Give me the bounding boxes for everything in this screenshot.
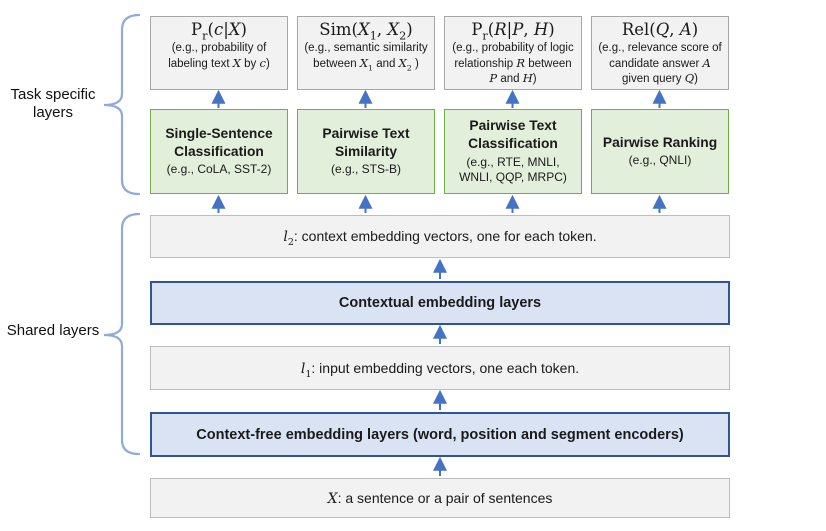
task-box-title: Single-Sentence Classification [165,126,273,160]
output-box-single-sentence: Pr(c|X) (e.g., probability of labeling t… [150,16,288,90]
formula-sim-x1-x2: Sim(X1, X2) [319,20,413,43]
formula-caption: (e.g., probability of labeling text X by… [168,41,270,70]
task-box-pairwise-ranking: Pairwise Ranking (e.g., QNLI) [591,109,729,194]
formula-pr-c-x: Pr(c|X) [191,20,247,43]
section-label-shared-layers: Shared layers [6,322,100,339]
section-label-task-specific-layers: Task specific layers [10,86,96,122]
task-box-title: Pairwise Ranking [602,135,718,151]
formula-caption: (e.g., relevance score of candidate answ… [598,41,722,86]
output-box-pairwise-classification: Pr(R|P, H) (e.g., probability of logic r… [444,16,582,90]
task-box-subtitle: (e.g., QNLI) [628,153,692,168]
l1-input-embedding-bar: l1: input embedding vectors, one each to… [150,346,730,390]
task-box-title: Pairwise Text Classification [468,118,558,152]
output-box-ranking: Rel(Q, A) (e.g., relevance score of cand… [591,16,729,90]
task-box-subtitle: (e.g., RTE, MNLI, WNLI, QQP, MRPC) [459,154,567,185]
formula-rel-q-a: Rel(Q, A) [621,20,699,39]
task-box-subtitle: (e.g., CoLA, SST-2) [166,162,272,177]
formula-pr-r-p-h: Pr(R|P, H) [471,20,555,43]
shared-layers-brace [103,212,141,456]
l2-bar-text: l2: context embedding vectors, one for e… [283,228,597,248]
input-sentence-bar: X: a sentence or a pair of sentences [150,478,730,518]
formula-caption: (e.g., probability of logic relationship… [452,41,574,86]
contextual-embedding-layers-bar: Contextual embedding layers [150,281,730,325]
task-specific-brace [103,13,141,196]
input-bar-text: X: a sentence or a pair of sentences [327,489,553,507]
task-box-pairwise-text-classification: Pairwise Text Classification (e.g., RTE,… [444,109,582,194]
context-free-embedding-layers-bar: Context-free embedding layers (word, pos… [150,412,730,457]
context-free-bar-text: Context-free embedding layers (word, pos… [196,426,684,443]
l1-bar-text: l1: input embedding vectors, one each to… [300,359,580,380]
task-box-pairwise-text-similarity: Pairwise Text Similarity (e.g., STS-B) [297,109,435,194]
formula-caption: (e.g., semantic similarity between X1 an… [304,41,428,72]
output-box-similarity: Sim(X1, X2) (e.g., semantic similarity b… [297,16,435,90]
l2-context-embedding-bar: l2: context embedding vectors, one for e… [150,215,730,258]
task-box-subtitle: (e.g., STS-B) [330,162,401,177]
task-box-title: Pairwise Text Similarity [322,126,410,160]
task-box-single-sentence-classification: Single-Sentence Classification (e.g., Co… [150,109,288,194]
contextual-bar-text: Contextual embedding layers [338,295,542,311]
